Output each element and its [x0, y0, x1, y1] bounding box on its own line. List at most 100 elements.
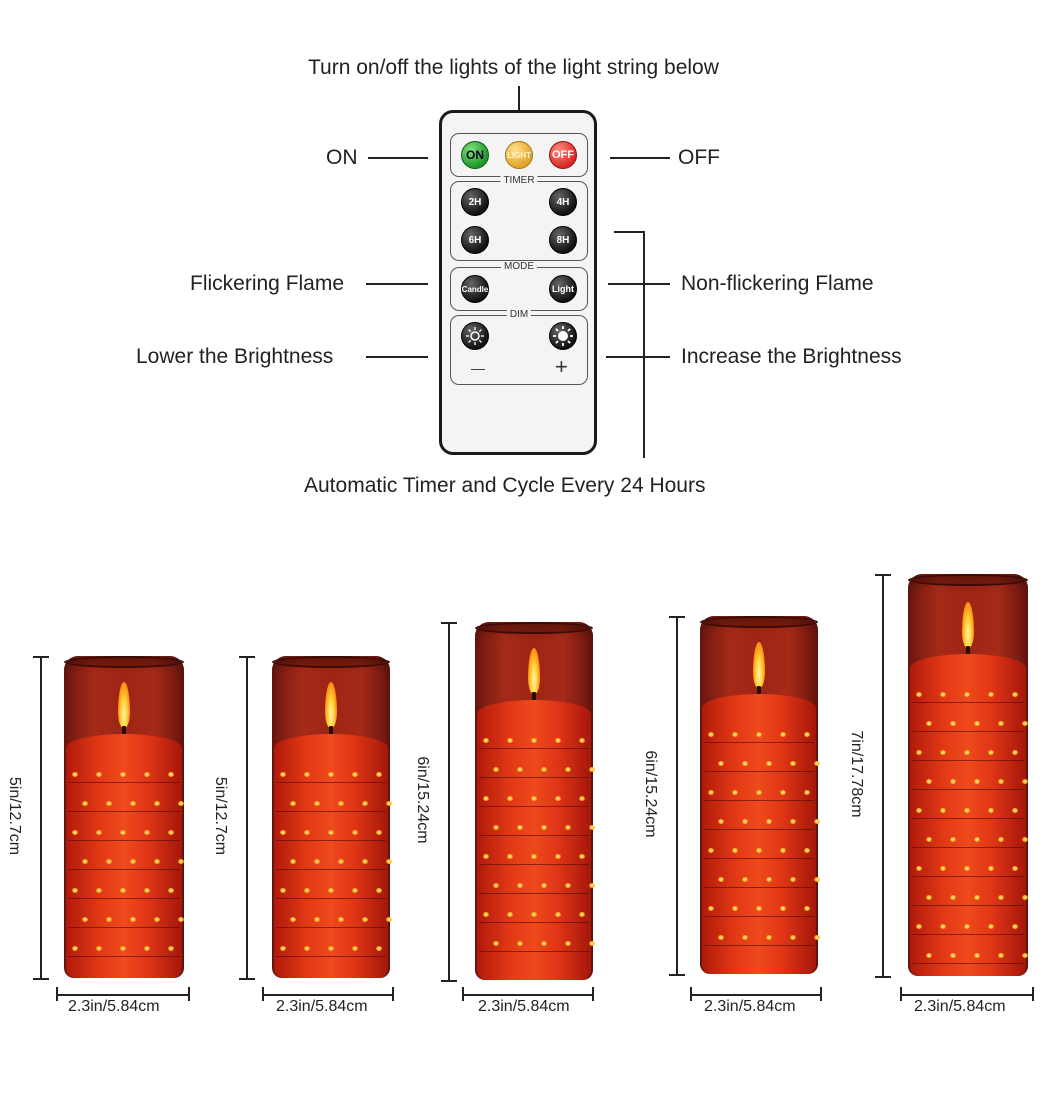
led-wire — [68, 811, 180, 812]
led-light — [178, 801, 184, 806]
led-light — [376, 772, 382, 777]
led-light — [756, 790, 762, 795]
led-wire — [912, 789, 1024, 790]
led-light — [280, 772, 286, 777]
led-light — [483, 854, 489, 859]
led-light — [718, 761, 724, 766]
callout-lower-line — [366, 356, 428, 358]
led-wire — [276, 927, 386, 928]
led-light — [304, 772, 310, 777]
led-light — [974, 837, 980, 842]
candle-wax — [910, 654, 1026, 976]
led-row — [914, 924, 1022, 930]
led-light — [916, 692, 922, 697]
timer-8h-button[interactable]: 8H — [549, 226, 577, 254]
width-dimension-line — [462, 994, 592, 996]
led-wire — [276, 840, 386, 841]
led-light — [916, 750, 922, 755]
callout-lower: Lower the Brightness — [136, 345, 334, 368]
led-light — [718, 935, 724, 940]
led-light — [328, 888, 334, 893]
dimension-tick — [441, 622, 457, 624]
led-light — [555, 912, 561, 917]
led-wire — [704, 800, 814, 801]
led-light — [964, 808, 970, 813]
dimension-tick — [1032, 987, 1034, 1001]
led-light — [517, 767, 523, 772]
led-light — [493, 767, 499, 772]
dimension-tick — [262, 987, 264, 1001]
led-row — [70, 772, 178, 778]
led-light — [493, 825, 499, 830]
led-light — [964, 750, 970, 755]
led-light — [531, 796, 537, 801]
led-light — [96, 830, 102, 835]
led-light — [766, 819, 772, 824]
led-light — [589, 941, 595, 946]
led-light — [804, 790, 810, 795]
led-row — [914, 953, 1028, 959]
led-light — [555, 738, 561, 743]
led-wire — [68, 782, 180, 783]
candle-rim — [908, 574, 1028, 586]
led-row — [481, 941, 595, 947]
light-button[interactable]: LIGHT — [505, 141, 533, 169]
led-light — [120, 946, 126, 951]
timer-6h-button[interactable]: 6H — [461, 226, 489, 254]
dim-up-button[interactable] — [549, 322, 577, 350]
led-light — [362, 801, 368, 806]
timer-2h-button[interactable]: 2H — [461, 188, 489, 216]
led-row — [481, 767, 595, 773]
height-dimension-line — [882, 574, 884, 976]
wick — [966, 646, 970, 654]
led-wire — [479, 864, 589, 865]
led-wire — [479, 806, 589, 807]
led-light — [531, 854, 537, 859]
header-title: Turn on/off the lights of the light stri… — [308, 56, 719, 79]
led-light — [756, 848, 762, 853]
light-mode-button[interactable]: Light — [549, 275, 577, 303]
flame-icon — [528, 648, 540, 694]
led-wire — [68, 898, 180, 899]
candle-3 — [475, 622, 595, 980]
led-wire — [276, 898, 386, 899]
led-light — [130, 859, 136, 864]
led-light — [589, 767, 595, 772]
dim-label: DIM — [506, 309, 532, 320]
led-light — [814, 761, 820, 766]
led-light — [579, 912, 585, 917]
led-light — [950, 953, 956, 958]
led-light — [483, 796, 489, 801]
width-label: 2.3in/5.84cm — [276, 998, 368, 1015]
remote-control: ON LIGHT OFF TIMER 2H 4H 6H 8H MODE Cand… — [439, 110, 597, 455]
led-light — [926, 953, 932, 958]
led-wire — [479, 893, 589, 894]
dim-down-button[interactable] — [461, 322, 489, 350]
candle-mode-button[interactable]: Candle — [461, 275, 489, 303]
sun-bright-icon — [553, 326, 573, 346]
led-light — [988, 866, 994, 871]
timer-4h-button[interactable]: 4H — [549, 188, 577, 216]
led-light — [732, 906, 738, 911]
led-light — [82, 917, 88, 922]
led-light — [579, 854, 585, 859]
height-label: 6in/15.24cm — [642, 750, 659, 838]
led-row — [481, 738, 587, 744]
led-wire — [68, 956, 180, 957]
candle-rim — [700, 616, 818, 628]
off-button[interactable]: OFF — [549, 141, 577, 169]
candle-wax — [477, 700, 591, 980]
led-light — [780, 906, 786, 911]
candle-wax — [274, 734, 388, 978]
led-light — [579, 796, 585, 801]
wick — [122, 726, 126, 734]
led-light — [290, 801, 296, 806]
led-light — [732, 790, 738, 795]
led-light — [964, 692, 970, 697]
on-button[interactable]: ON — [461, 141, 489, 169]
led-light — [565, 767, 571, 772]
led-light — [483, 912, 489, 917]
led-wire — [912, 963, 1024, 964]
led-light — [988, 692, 994, 697]
led-light — [106, 859, 112, 864]
